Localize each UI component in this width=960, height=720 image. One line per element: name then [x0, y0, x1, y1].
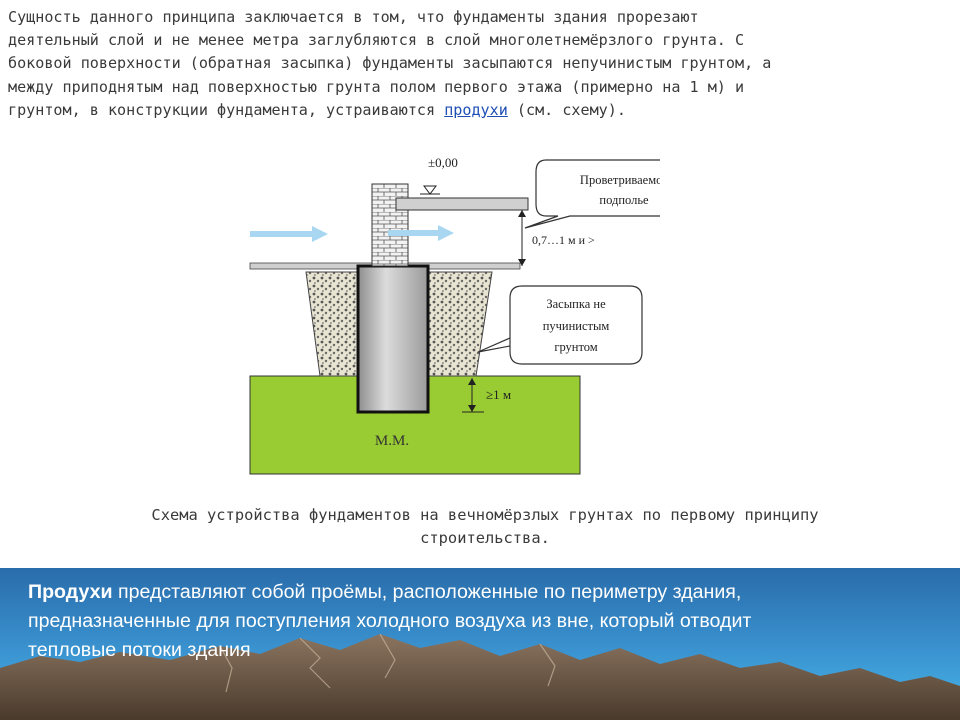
level-mark-label: ±0,00	[428, 155, 458, 170]
backfill-right	[427, 271, 493, 377]
foundation-pillar	[356, 264, 430, 414]
panel-background	[0, 568, 960, 720]
callout-top-line2: подполье	[599, 193, 649, 207]
intro-paragraph: Сущность данного принципа заключается в …	[8, 6, 956, 122]
callout-backfill	[477, 285, 643, 365]
callout-mid-line1: Засыпка не	[546, 297, 606, 311]
mountains-graphic	[0, 634, 960, 720]
diagram-caption: Схема устройства фундаментов на вечномёр…	[70, 504, 900, 550]
bottom-info-panel: Продухи представляют собой проёмы, распо…	[0, 568, 960, 720]
callout-mid-line2: пучинистым	[543, 319, 610, 333]
intro-line: боковой поверхности (обратная засыпка) ф…	[8, 54, 772, 73]
callout-mid-line3: грунтом	[554, 340, 597, 354]
intro-text-before-link: грунтом, в конструкции фундамента, устра…	[8, 100, 445, 119]
foundation-diagram-svg: ±0,00 0,7…1 м и > Проветриваемое подполь…	[249, 155, 715, 475]
backfill-left	[305, 271, 359, 377]
airflow-arrow-left	[250, 226, 328, 242]
depth-label: ≥1 м	[486, 387, 511, 402]
brick-wall	[371, 183, 409, 267]
callout-top-line1: Проветриваемое	[580, 173, 660, 187]
panel-bold-term: Продухи	[28, 581, 113, 603]
intro-text-after-link: (см. схему).	[507, 100, 626, 119]
level-marker-icon	[423, 185, 437, 195]
floor-slab	[395, 197, 529, 211]
intro-line: деятельный слой и не менее метра заглубл…	[8, 31, 745, 50]
intro-line: Сущность данного принципа заключается в …	[8, 8, 699, 26]
panel-line1-rest: представляют собой проёмы, расположенные…	[112, 581, 742, 603]
permafrost-label: М.М.	[375, 433, 409, 449]
foundation-diagram: ±0,00 0,7…1 м и > Проветриваемое подполь…	[240, 148, 715, 482]
panel-text: Продухи представляют собой проёмы, распо…	[28, 578, 948, 665]
intro-line-last: грунтом, в конструкции фундамента, устра…	[8, 99, 956, 122]
caption-line1: Схема устройства фундаментов на вечномёр…	[151, 506, 819, 524]
panel-line3: тепловые потоки здания	[28, 639, 251, 661]
height-label: 0,7…1 м и >	[532, 233, 595, 247]
produkhi-link[interactable]: продухи	[444, 100, 508, 119]
intro-line: между приподнятым над поверхностью грунт…	[8, 77, 745, 96]
panel-line1: Продухи представляют собой проёмы, распо…	[28, 578, 948, 607]
airflow-arrow-right	[388, 225, 454, 241]
panel-line2: предназначенные для поступления холодног…	[28, 610, 752, 632]
caption-line2: строительства.	[420, 529, 550, 547]
